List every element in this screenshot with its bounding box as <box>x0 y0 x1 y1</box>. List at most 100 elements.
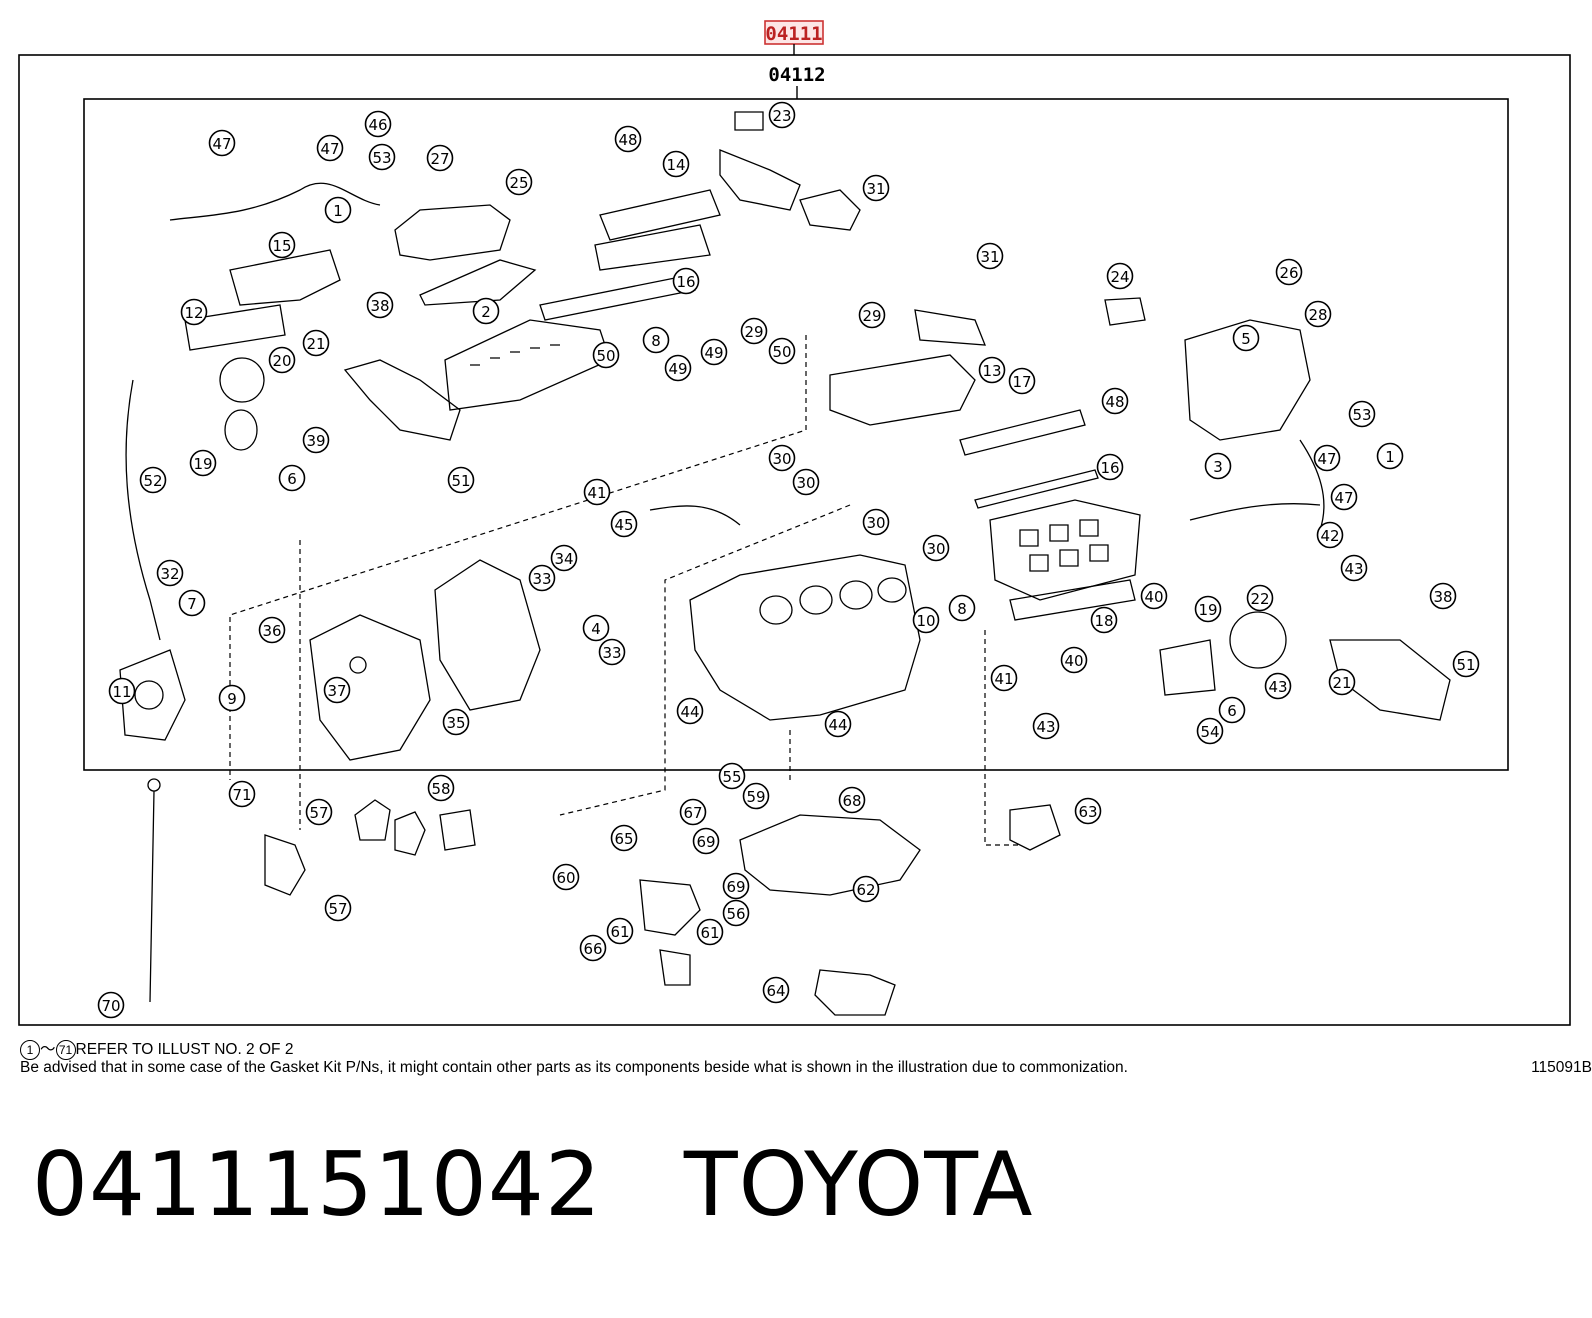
callout-43[interactable]: 43 <box>1264 672 1292 700</box>
callout-50[interactable]: 50 <box>768 337 796 365</box>
callout-70[interactable]: 70 <box>97 991 125 1019</box>
callout-9[interactable]: 9 <box>218 684 246 712</box>
callout-30[interactable]: 30 <box>922 534 950 562</box>
callout-48[interactable]: 48 <box>614 125 642 153</box>
callout-33[interactable]: 33 <box>528 564 556 592</box>
callout-14[interactable]: 14 <box>662 150 690 178</box>
callout-31[interactable]: 31 <box>862 174 890 202</box>
callout-27[interactable]: 27 <box>426 144 454 172</box>
callout-51[interactable]: 51 <box>1452 650 1480 678</box>
callout-3[interactable]: 3 <box>1204 452 1232 480</box>
callout-26[interactable]: 26 <box>1275 258 1303 286</box>
callout-16[interactable]: 16 <box>1096 453 1124 481</box>
callout-53[interactable]: 53 <box>368 143 396 171</box>
callout-55[interactable]: 55 <box>718 762 746 790</box>
callout-22[interactable]: 22 <box>1246 584 1274 612</box>
callout-23[interactable]: 23 <box>768 101 796 129</box>
callout-57[interactable]: 57 <box>305 798 333 826</box>
callout-43[interactable]: 43 <box>1032 712 1060 740</box>
callout-16[interactable]: 16 <box>672 267 700 295</box>
callout-19[interactable]: 19 <box>1194 595 1222 623</box>
callout-44[interactable]: 44 <box>676 697 704 725</box>
callout-60[interactable]: 60 <box>552 863 580 891</box>
callout-68[interactable]: 68 <box>838 786 866 814</box>
callout-63[interactable]: 63 <box>1074 797 1102 825</box>
callout-6[interactable]: 6 <box>1218 696 1246 724</box>
main-part-number[interactable]: 04111 <box>765 23 822 45</box>
callout-28[interactable]: 28 <box>1304 300 1332 328</box>
callout-47[interactable]: 47 <box>316 134 344 162</box>
callout-40[interactable]: 40 <box>1060 646 1088 674</box>
callout-49[interactable]: 49 <box>664 354 692 382</box>
callout-48[interactable]: 48 <box>1101 387 1129 415</box>
callout-38[interactable]: 38 <box>366 291 394 319</box>
callout-69[interactable]: 69 <box>692 827 720 855</box>
callout-10[interactable]: 10 <box>912 606 940 634</box>
callout-24[interactable]: 24 <box>1106 262 1134 290</box>
callout-31[interactable]: 31 <box>976 242 1004 270</box>
callout-36[interactable]: 36 <box>258 616 286 644</box>
callout-20[interactable]: 20 <box>268 346 296 374</box>
callout-49[interactable]: 49 <box>700 338 728 366</box>
callout-30[interactable]: 30 <box>792 468 820 496</box>
callout-66[interactable]: 66 <box>579 934 607 962</box>
callout-37[interactable]: 37 <box>323 676 351 704</box>
callout-45[interactable]: 45 <box>610 510 638 538</box>
callout-8[interactable]: 8 <box>948 594 976 622</box>
callout-30[interactable]: 30 <box>862 508 890 536</box>
callout-13[interactable]: 13 <box>978 356 1006 384</box>
callout-5[interactable]: 5 <box>1232 324 1260 352</box>
callout-4[interactable]: 4 <box>582 614 610 642</box>
callout-15[interactable]: 15 <box>268 231 296 259</box>
callout-57[interactable]: 57 <box>324 894 352 922</box>
callout-41[interactable]: 41 <box>990 664 1018 692</box>
callout-42[interactable]: 42 <box>1316 521 1344 549</box>
callout-1[interactable]: 1 <box>1376 442 1404 470</box>
callout-40[interactable]: 40 <box>1140 582 1168 610</box>
callout-44[interactable]: 44 <box>824 710 852 738</box>
callout-61[interactable]: 61 <box>606 917 634 945</box>
callout-21[interactable]: 21 <box>1328 668 1356 696</box>
callout-54[interactable]: 54 <box>1196 717 1224 745</box>
callout-41[interactable]: 41 <box>583 478 611 506</box>
callout-47[interactable]: 47 <box>1330 483 1358 511</box>
callout-29[interactable]: 29 <box>858 301 886 329</box>
callout-69[interactable]: 69 <box>722 872 750 900</box>
callout-32[interactable]: 32 <box>156 559 184 587</box>
callout-43[interactable]: 43 <box>1340 554 1368 582</box>
callout-34[interactable]: 34 <box>550 544 578 572</box>
callout-12[interactable]: 12 <box>180 298 208 326</box>
callout-30[interactable]: 30 <box>768 444 796 472</box>
callout-51[interactable]: 51 <box>447 466 475 494</box>
callout-64[interactable]: 64 <box>762 976 790 1004</box>
callout-71[interactable]: 71 <box>228 780 256 808</box>
callout-52[interactable]: 52 <box>139 466 167 494</box>
callout-38[interactable]: 38 <box>1429 582 1457 610</box>
callout-47[interactable]: 47 <box>1313 444 1341 472</box>
callout-61[interactable]: 61 <box>696 918 724 946</box>
callout-8[interactable]: 8 <box>642 326 670 354</box>
callout-46[interactable]: 46 <box>364 110 392 138</box>
callout-62[interactable]: 62 <box>852 875 880 903</box>
callout-59[interactable]: 59 <box>742 782 770 810</box>
callout-18[interactable]: 18 <box>1090 606 1118 634</box>
callout-58[interactable]: 58 <box>427 774 455 802</box>
callout-25[interactable]: 25 <box>505 168 533 196</box>
callout-7[interactable]: 7 <box>178 589 206 617</box>
callout-29[interactable]: 29 <box>740 317 768 345</box>
callout-19[interactable]: 19 <box>189 449 217 477</box>
callout-17[interactable]: 17 <box>1008 367 1036 395</box>
sub-part-number[interactable]: 04112 <box>768 64 825 86</box>
callout-56[interactable]: 56 <box>722 899 750 927</box>
callout-50[interactable]: 50 <box>592 341 620 369</box>
callout-11[interactable]: 11 <box>108 677 136 705</box>
callout-35[interactable]: 35 <box>442 708 470 736</box>
callout-53[interactable]: 53 <box>1348 400 1376 428</box>
callout-1[interactable]: 1 <box>324 196 352 224</box>
callout-39[interactable]: 39 <box>302 426 330 454</box>
callout-21[interactable]: 21 <box>302 329 330 357</box>
callout-33[interactable]: 33 <box>598 638 626 666</box>
callout-65[interactable]: 65 <box>610 824 638 852</box>
callout-67[interactable]: 67 <box>679 798 707 826</box>
callout-6[interactable]: 6 <box>278 464 306 492</box>
